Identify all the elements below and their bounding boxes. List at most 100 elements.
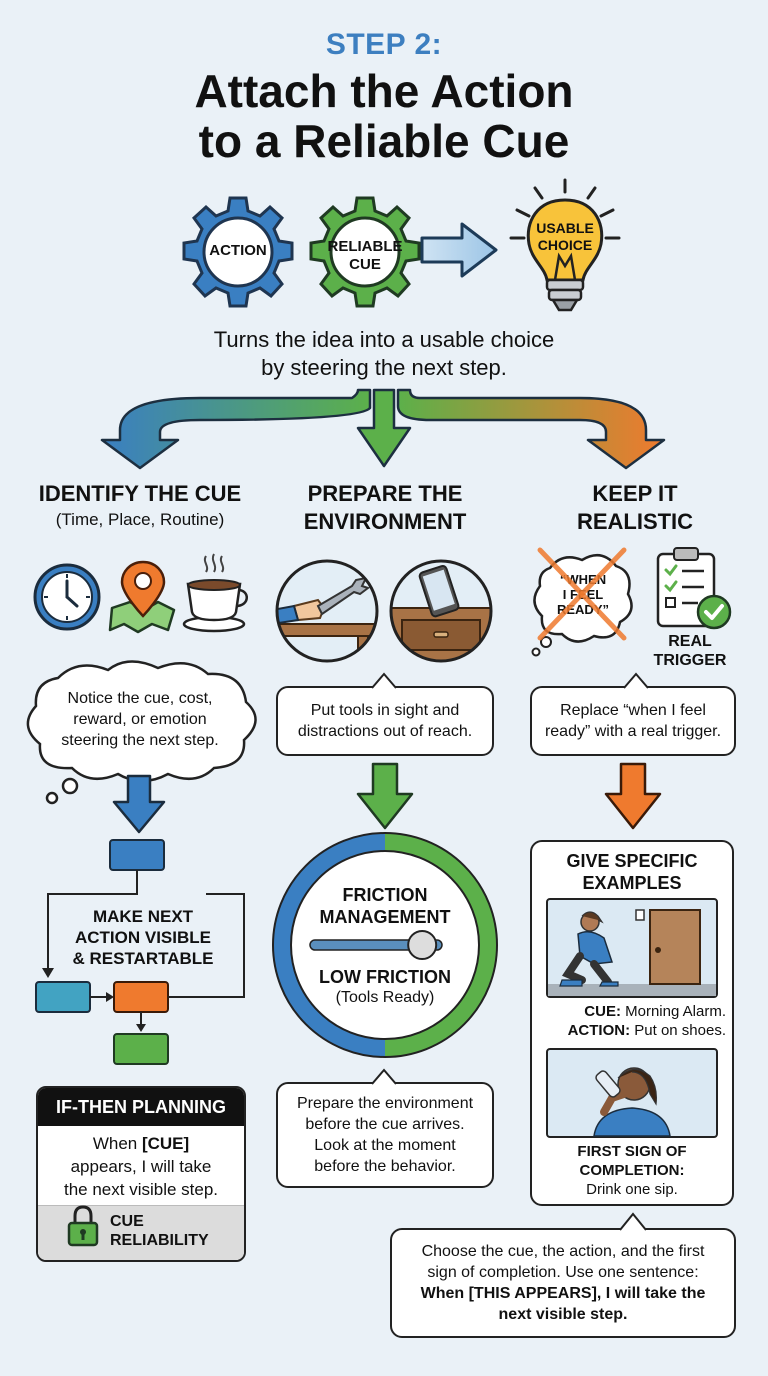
branch-arrows	[100, 388, 666, 470]
thought-line-2: reward, or emotion	[73, 711, 207, 728]
thought-cloud	[26, 660, 257, 805]
replace-tail-up	[623, 672, 649, 689]
cue-reliability-label: CUE RELIABILITY	[110, 1212, 209, 1250]
flow-line-2: ACTION VISIBLE	[74, 928, 211, 947]
gear-cue-line-1: RELIABLE	[327, 238, 403, 255]
flowchart-diagram	[35, 839, 245, 1065]
if-then-line-3: the next visible step.	[63, 1180, 219, 1199]
page-title: Attach the Action to a Reliable Cue	[0, 66, 768, 166]
trigger-line-2: TRIGGER	[653, 652, 727, 669]
ring-line-3: LOW FRICTION	[319, 967, 451, 987]
examples-title-line-1: GIVE SPECIFIC	[566, 851, 698, 871]
col1-subheading: (Time, Place, Routine)	[55, 510, 225, 529]
flow-line-1: MAKE NEXT	[92, 907, 194, 926]
thought-line-1: Notice the cue, cost,	[67, 690, 213, 707]
wrench-hand-icon	[275, 559, 379, 663]
final-line-2: sign of completion. Use one sentence:	[427, 1264, 699, 1281]
if-then-title: IF-THEN PLANNING	[38, 1088, 244, 1126]
ring-status: LOW FRICTION (Tools Ready)	[300, 966, 470, 1008]
cross-out-icon	[537, 547, 627, 641]
if-then-line-2: appears, I will take	[70, 1157, 212, 1176]
examples-title: GIVE SPECIFIC EXAMPLES	[534, 850, 730, 894]
ring-line-2: MANAGEMENT	[319, 907, 451, 927]
reliability-line-1: CUE	[110, 1213, 144, 1230]
reliability-line-2: RELIABILITY	[110, 1232, 209, 1249]
note-line-4: before the behavior.	[314, 1158, 456, 1175]
col3-heading: KEEP IT REALISTIC	[520, 480, 750, 536]
ring-title: FRICTION MANAGEMENT	[300, 884, 470, 928]
if-then-text: When [CUE] appears, I will take the next…	[38, 1126, 244, 1204]
gear-action-icon	[182, 196, 294, 308]
branch-arrow-right	[396, 388, 666, 470]
if-then-card: IF-THEN PLANNING When [CUE] appears, I w…	[36, 1086, 246, 1262]
environment-note: Prepare the environment before the cue a…	[276, 1082, 494, 1188]
col1-heading: IDENTIFY THE CUE	[38, 481, 242, 506]
real-trigger-label: REAL TRIGGER	[640, 632, 740, 670]
friction-ring	[272, 832, 498, 1058]
lightbulb-icon	[509, 178, 621, 312]
down-arrow-blue	[112, 774, 166, 834]
checklist-icon	[656, 547, 732, 630]
thought-text: Notice the cue, cost, reward, or emotion…	[40, 688, 240, 751]
example2-line-1: FIRST SIGN OF	[577, 1143, 687, 1160]
flow-node-top	[109, 839, 165, 871]
trigger-line-1: REAL	[668, 633, 712, 650]
col2-heading: PREPARE THE ENVIRONMENT	[270, 480, 500, 536]
replace-line-2: ready” with a real trigger.	[544, 723, 722, 740]
title-line-1: Attach the Action	[194, 65, 574, 117]
col3-heading-line-1: KEEP IT	[592, 481, 678, 506]
friction-slider-knob	[407, 930, 438, 960]
final-bold-1: When [THIS APPEARS], I will take the	[420, 1285, 706, 1302]
hero-caption: Turns the idea into a usable choice by s…	[0, 326, 768, 382]
arrow-right-icon	[420, 222, 498, 278]
down-arrow-orange	[604, 762, 662, 830]
branch-arrow-left	[100, 388, 372, 470]
title-line-2: to a Reliable Cue	[198, 115, 570, 167]
tools-line-1: Put tools in sight and	[310, 702, 460, 719]
location-map-icon	[108, 560, 176, 634]
gear-cue-line-2: CUE	[349, 256, 381, 273]
note-tail-up	[371, 1068, 397, 1085]
final-bold-2: next visible step.	[498, 1306, 628, 1323]
note-line-1: Prepare the environment	[296, 1095, 474, 1112]
col3-heading-line-2: REALISTIC	[576, 509, 694, 534]
caption-line-1: Turns the idea into a usable choice	[213, 327, 555, 352]
final-line-1: Choose the cue, the action, and the firs…	[421, 1243, 705, 1260]
bulb-label: USABLE CHOICE	[525, 220, 605, 254]
gear-action-label: ACTION	[209, 242, 267, 259]
tools-speech-bubble: Put tools in sight and distractions out …	[276, 686, 494, 756]
flow-line-3: & RESTARTABLE	[72, 949, 214, 968]
replace-line-1: Replace “when I feel	[560, 702, 706, 719]
bubble-tail-up	[371, 672, 397, 689]
ring-line-4: (Tools Ready)	[335, 989, 435, 1006]
thought-line-3: steering the next step.	[61, 732, 219, 749]
bulb-line-1: USABLE	[536, 220, 594, 236]
phone-drawer-icon	[389, 559, 493, 663]
example2-line-3: Drink one sip.	[586, 1181, 678, 1198]
lock-icon	[67, 1205, 99, 1247]
gear-cue-label: RELIABLE CUE	[323, 238, 407, 274]
example1-text: CUE: Morning Alarm. ACTION: Put on shoes…	[546, 1002, 726, 1040]
col2-heading-line-2: ENVIRONMENT	[303, 509, 467, 534]
down-arrow-green	[356, 762, 414, 830]
example1-cue: CUE: Morning Alarm.	[584, 1003, 726, 1020]
caption-line-2: by steering the next step.	[261, 355, 507, 380]
flow-label: MAKE NEXT ACTION VISIBLE & RESTARTABLE	[58, 906, 228, 969]
tools-line-2: distractions out of reach.	[297, 723, 473, 740]
bulb-line-2: CHOICE	[537, 237, 593, 253]
gear-cue-icon	[309, 196, 421, 308]
final-tail-up	[619, 1212, 647, 1231]
shoes-scene-image	[546, 898, 718, 998]
note-line-2: before the cue arrives.	[305, 1116, 465, 1133]
drinking-scene-image	[546, 1048, 718, 1138]
example2-line-2: COMPLETION:	[579, 1162, 685, 1179]
replace-speech-bubble: Replace “when I feel ready” with a real …	[530, 686, 736, 756]
clock-icon	[33, 563, 101, 631]
example1-action: ACTION: Put on shoes.	[567, 1022, 726, 1039]
if-then-line-1: When [CUE]	[92, 1134, 190, 1153]
examples-title-line-2: EXAMPLES	[582, 873, 682, 893]
col2-heading-line-1: PREPARE THE	[307, 481, 463, 506]
final-instruction-box: Choose the cue, the action, and the firs…	[390, 1228, 736, 1338]
note-line-3: Look at the moment	[314, 1137, 456, 1154]
example2-text: FIRST SIGN OF COMPLETION: Drink one sip.	[534, 1142, 730, 1199]
